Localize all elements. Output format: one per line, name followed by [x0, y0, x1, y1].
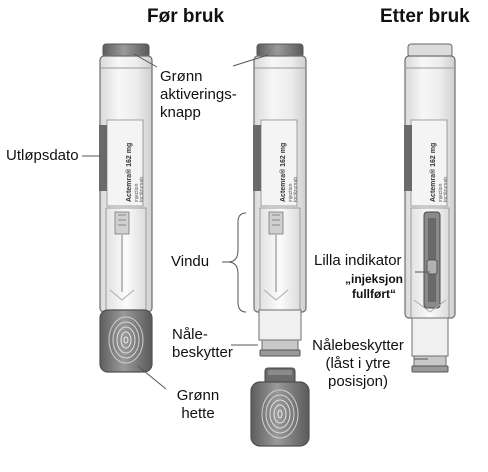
- label-activation-line3: knapp: [160, 104, 201, 121]
- pen-label-text-1: Actemra® 162 mg injection tocilizumab: [125, 143, 145, 202]
- detached-green-cap: [250, 367, 310, 447]
- label-green-cap-line1: Grønn: [176, 387, 220, 404]
- pen-label-text-3: Actemra® 162 mg injection tocilizumab: [429, 143, 449, 202]
- pen-before-with-cap: [99, 43, 153, 373]
- leader-activation-2: [232, 54, 269, 67]
- pen-label-brand: Actemra® 162 mg: [429, 143, 437, 202]
- pen-label-brand: Actemra® 162 mg: [279, 143, 287, 202]
- label-purple-indicator: Lilla indikator: [314, 252, 402, 269]
- label-needle-guard-line1: Nåle-: [172, 326, 208, 343]
- window-bracket: [227, 212, 247, 313]
- label-green-cap-line2: hette: [181, 405, 215, 422]
- pen-label-line3: tocilizumab: [443, 177, 449, 202]
- label-injection-complete-line1: „injeksjon: [344, 272, 403, 286]
- pen-label-line2: injection: [288, 183, 294, 202]
- heading-after-use: Etter bruk: [380, 6, 470, 27]
- label-needle-guard: Nåle- beskytter: [172, 326, 233, 362]
- pen-label-line3: tocilizumab: [139, 177, 145, 202]
- pen-before-without-cap: [253, 43, 307, 357]
- label-needle-guard-locked-line2: (låst i ytre: [325, 355, 391, 372]
- leader-activation-1: [133, 53, 158, 68]
- pen-label-text-2: Actemra® 162 mg injection tocilizumab: [279, 143, 299, 202]
- pen-label-line3: tocilizumab: [293, 177, 299, 202]
- leader-lines: [82, 53, 430, 390]
- label-activation-line1: Grønn: [160, 68, 203, 85]
- label-needle-guard-locked: Nålebeskytter (låst i ytre posisjon): [302, 337, 414, 391]
- label-needle-guard-locked-line1: Nålebeskytter: [312, 337, 404, 354]
- pen-label-line2: injection: [134, 183, 140, 202]
- label-activation-button: Grønn aktiverings- knapp: [160, 68, 237, 122]
- heading-before-use: Før bruk: [147, 6, 225, 27]
- label-expiry-date: Utløpsdato: [6, 147, 79, 164]
- pen-after-use: [404, 43, 456, 373]
- pen-label-brand: Actemra® 162 mg: [125, 143, 133, 202]
- pen-label-line2: injection: [438, 183, 444, 202]
- label-green-cap: Grønn hette: [170, 387, 226, 423]
- label-injection-complete-line2: fullført“: [352, 287, 396, 301]
- label-activation-line2: aktiverings-: [160, 86, 237, 103]
- label-needle-guard-line2: beskytter: [172, 344, 233, 361]
- label-window: Vindu: [171, 253, 210, 270]
- leader-green-cap: [137, 365, 167, 390]
- label-needle-guard-locked-line3: posisjon): [327, 373, 389, 390]
- label-injection-complete: „injeksjon fullført“: [336, 272, 412, 302]
